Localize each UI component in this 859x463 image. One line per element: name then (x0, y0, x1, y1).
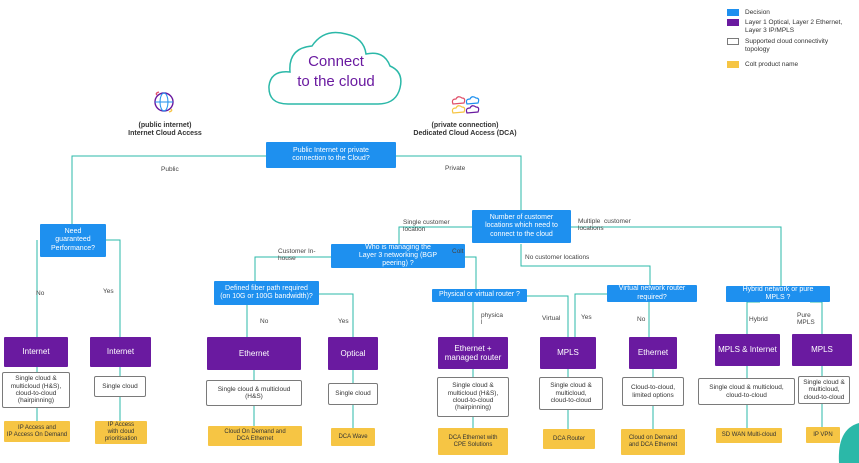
edge-hybrid (746, 301, 760, 334)
product-box: DCA Ethernet with CPE Solutions (438, 428, 508, 455)
topology-box: Single cloud & multicloud (H&S) (206, 380, 302, 406)
edge-label-no-performance: No (36, 290, 45, 297)
edge-customer (254, 256, 331, 281)
edge-label-single-location: Single customer location (403, 219, 450, 234)
layer-mpls-box: MPLS (540, 337, 596, 369)
edge-single-loc (398, 226, 472, 244)
edge-label-public: Public (161, 166, 179, 173)
dedicated-cloud-access-header: (private connection) Dedicated Cloud Acc… (413, 122, 517, 138)
edge-label-yes-performance: Yes (103, 288, 114, 295)
edge-label-vrouter-no: No (637, 316, 646, 323)
legend-topology: Supported cloud connectivity topology (727, 38, 828, 54)
decision-fiber-path: Defined fiber path required (on 10G or 1… (214, 281, 319, 305)
product-box: SD WAN Multi-cloud (716, 428, 782, 443)
layer-internet-box: Internet (4, 337, 68, 367)
legend-product: Colt product name (727, 61, 798, 69)
product-box: IP VPN (806, 427, 840, 443)
edge-public (71, 155, 266, 224)
decorative-corner-swoosh (838, 423, 859, 463)
topology-box: Cloud-to-cloud, limited options (622, 377, 684, 406)
legend-layer-label: Layer 1 Optical, Layer 2 Ethernet, Layer… (745, 19, 843, 34)
edge-pure (810, 301, 823, 334)
edge-label-no-locations: No customer locations (525, 254, 590, 261)
edge-label-vrouter-yes: Yes (581, 314, 592, 321)
decision-customer-locations: Number of customer locations which need … (472, 210, 571, 243)
edge-label-fiber-yes: Yes (338, 318, 349, 325)
globe-icon (154, 91, 174, 113)
product-box: Cloud On Demand and DCA Ethernet (208, 426, 302, 446)
layer-optical-box: Optical (328, 337, 378, 370)
edge-private (396, 155, 522, 210)
topology-box: Single cloud (94, 376, 146, 397)
edge-fiber-yes (318, 293, 354, 338)
topology-box: Single cloud & multicloud, cloud-to-clou… (798, 376, 850, 404)
edge-virtual (525, 295, 569, 338)
edge-label-customer-inhouse: Customer In- house (278, 248, 316, 263)
edge-no-loc (520, 244, 651, 285)
legend-product-label: Colt product name (745, 61, 799, 68)
edge-multiple-loc (571, 226, 782, 286)
decision-physical-or-virtual: Physical or virtual router ? (432, 289, 527, 302)
edge-perf-yes (105, 239, 121, 337)
topology-box: Single cloud & multicloud, cloud-to-clou… (698, 378, 795, 405)
product-box: IP Access and IP Access On Demand (4, 421, 70, 442)
product-box: DCA Wave (331, 428, 375, 446)
topology-box: Single cloud & multicloud (H&S), cloud-t… (437, 377, 509, 417)
product-box: IP Access with cloud prioritisation (95, 421, 147, 444)
edge-label-multiple-locations: Multiple customer locations (578, 218, 631, 233)
decision-public-or-private: Public Internet or private connection to… (266, 142, 396, 168)
connected-clouds-icon (451, 96, 480, 114)
edge-colt (465, 256, 477, 289)
edge-label-virtual: Virtual (542, 315, 561, 322)
product-box: Cloud on Demand and DCA Ethernet (621, 429, 685, 455)
legend-topology-label: Supported cloud connectivity topology (745, 38, 829, 53)
legend-layer: Layer 1 Optical, Layer 2 Ethernet, Layer… (727, 19, 842, 35)
topology-box: Single cloud & multicloud (H&S), cloud-t… (2, 372, 70, 408)
edge-label-private: Private (445, 165, 466, 172)
legend-decision-label: Decision (745, 9, 770, 16)
legend-decision-swatch (727, 9, 739, 16)
cloud-icon (268, 31, 402, 105)
edge-vr-yes (574, 293, 610, 338)
layer-ethernet-box: Ethernet (207, 337, 301, 370)
decision-hybrid-or-mpls: Hybrid network or pure MPLS ? (726, 286, 830, 302)
decision-layer3-management: Who is managing the Layer 3 networking (… (331, 244, 465, 268)
legend-topology-swatch (727, 38, 739, 45)
cloud-title: Connect to the cloud (297, 53, 375, 90)
legend-decision: Decision (727, 9, 770, 17)
layer-ethernet-managed-router-box: Ethernet + managed router (438, 337, 508, 369)
layer-mpls-internet-box: MPLS & Internet (715, 334, 780, 366)
decision-guaranteed-performance: Need guaranteed Performance? (40, 224, 106, 257)
edge-label-fiber-no: No (260, 318, 269, 325)
internet-cloud-access-header: (public internet) Internet Cloud Access (128, 122, 202, 138)
edge-label-pure-mpls: Pure MPLS (797, 312, 815, 327)
product-box: DCA Router (543, 429, 595, 449)
layer-internet-box: Internet (90, 337, 151, 367)
edge-label-hybrid: Hybrid (749, 316, 768, 323)
topology-box: Single cloud (328, 383, 378, 405)
topology-box: Single cloud & multicloud, cloud-to-clou… (539, 377, 603, 410)
layer-mpls-box: MPLS (792, 334, 852, 366)
edge-label-physical: physica l (481, 312, 504, 327)
legend-layer-swatch (727, 19, 739, 26)
legend-product-swatch (727, 61, 739, 68)
layer-ethernet-box: Ethernet (629, 337, 677, 369)
decision-virtual-router: Virtual network router required? (607, 285, 697, 302)
edge-label-colt: Colt (452, 248, 464, 255)
